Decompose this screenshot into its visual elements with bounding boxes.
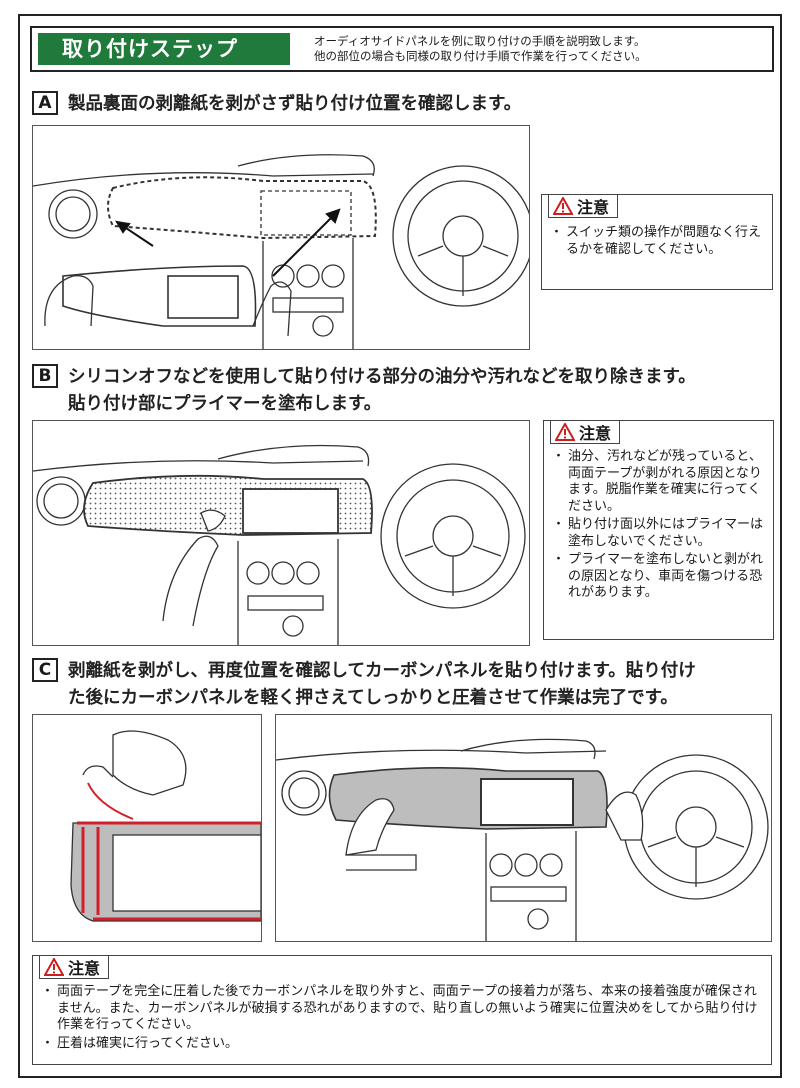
final-caution-header: 注意 [39,955,110,979]
caution-item: 両面テープを完全に圧着した後でカーボンパネルを取り外すと、両面テープの接着力が落… [41,984,761,1034]
step-b-illustration [32,420,530,646]
step-b-text-line-1: シリコンオフなどを使用して貼り付ける部分の油分や汚れなどを取り除きます。 [68,367,696,387]
step-b-letter: B [32,364,58,388]
step-b-caution: 注意 油分、汚れなどが残っていると、両面テープが剥がれる原因となります。脱脂作業… [543,420,774,640]
warning-triangle-icon [555,423,575,441]
step-a-heading: A 製品裏面の剥離紙を剥がさず貼り付け位置を確認します。 [32,91,521,118]
caution-item: プライマーを塗布しないと剥がれの原因となり、車両を傷つける恐れがあります。 [552,552,767,602]
step-c-text-line-2: た後にカーボンパネルを軽く押さえてしっかりと圧着させて作業は完了です。 [68,688,678,708]
page-frame [18,14,782,1078]
step-a-illustration [32,125,530,350]
step-c-text: 剥離紙を剥がし、再度位置を確認してカーボンパネルを貼り付けます。貼り付け た後に… [68,658,696,712]
dashboard-illustration-c [276,738,769,941]
final-caution-label: 注意 [68,959,101,978]
step-c-text-line-1: 剥離紙を剥がし、再度位置を確認してカーボンパネルを貼り付けます。貼り付け [68,661,696,681]
step-c-peel-illustration [32,714,262,942]
peeling-liner-illustration [70,730,261,922]
step-b-caution-header: 注意 [550,420,621,444]
step-b-heading: B シリコンオフなどを使用して貼り付ける部分の油分や汚れなどを取り除きます。 貼… [32,364,696,418]
step-a-caution-label: 注意 [577,198,610,217]
header-description: オーディオサイドパネルを例に取り付けの手順を説明致します。 他の部位の場合も同様… [314,34,647,64]
final-caution-list: 両面テープを完全に圧着した後でカーボンパネルを取り外すと、両面テープの接着力が落… [41,984,761,1053]
header-line-2: 他の部位の場合も同様の取り付け手順で作業を行ってください。 [314,49,647,63]
step-c-heading: C 剥離紙を剥がし、再度位置を確認してカーボンパネルを貼り付けます。貼り付け た… [32,658,696,712]
header-title: 取り付けステップ [38,33,290,65]
dashboard-illustration-b [33,444,526,645]
warning-triangle-icon [44,958,64,976]
caution-item: 油分、汚れなどが残っていると、両面テープが剥がれる原因となります。脱脂作業を確実… [552,449,767,515]
header-box: 取り付けステップ オーディオサイドパネルを例に取り付けの手順を説明致します。 他… [30,26,774,72]
step-a-caution-header: 注意 [548,194,619,218]
step-a-caution: 注意 スイッチ類の操作が問題なく行えるかを確認してください。 [541,194,773,290]
caution-item: 貼り付け面以外にはプライマーは塗布しないでください。 [552,517,767,550]
dashboard-illustration-a [33,154,529,349]
final-caution: 注意 両面テープを完全に圧着した後でカーボンパネルを取り外すと、両面テープの接着… [32,955,772,1065]
step-b-caution-list: 油分、汚れなどが残っていると、両面テープが剥がれる原因となります。脱脂作業を確実… [552,449,767,602]
step-b-caution-label: 注意 [579,424,612,443]
caution-item: 圧着は確実に行ってください。 [41,1036,761,1053]
step-a-letter: A [32,91,58,115]
header-line-1: オーディオサイドパネルを例に取り付けの手順を説明致します。 [314,34,646,48]
step-b-text: シリコンオフなどを使用して貼り付ける部分の油分や汚れなどを取り除きます。 貼り付… [68,364,696,418]
step-a-caution-list: スイッチ類の操作が問題なく行えるかを確認してください。 [550,225,766,258]
caution-item: スイッチ類の操作が問題なく行えるかを確認してください。 [550,225,766,258]
step-c-letter: C [32,658,58,682]
step-a-text: 製品裏面の剥離紙を剥がさず貼り付け位置を確認します。 [68,94,522,114]
step-b-text-line-2: 貼り付け部にプライマーを塗布します。 [68,394,382,414]
warning-triangle-icon [553,197,573,215]
step-c-press-illustration [275,714,772,942]
